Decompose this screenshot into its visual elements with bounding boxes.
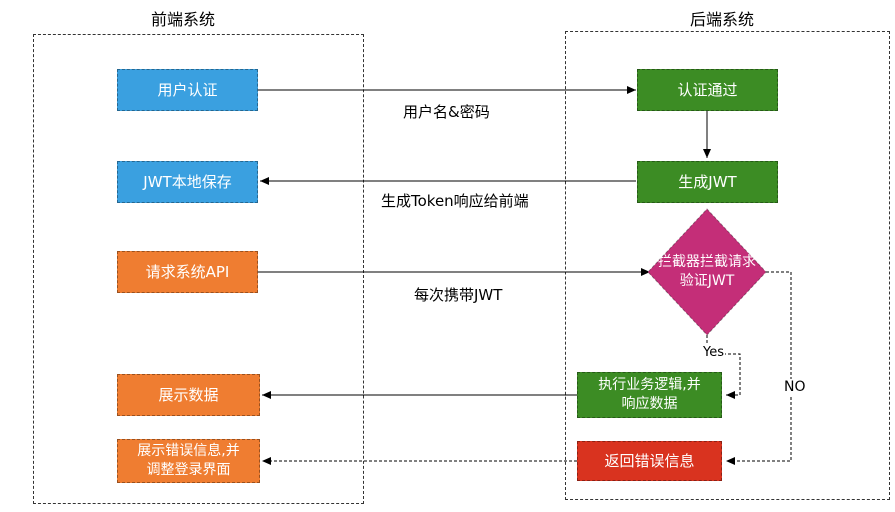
node-save-jwt: JWT本地保存	[117, 161, 258, 203]
label-yes: Yes	[702, 345, 725, 360]
node-return-error: 返回错误信息	[577, 441, 722, 481]
backend-title: 后端系统	[690, 10, 755, 29]
frontend-title: 前端系统	[151, 10, 216, 29]
node-show-data: 展示数据	[117, 374, 260, 416]
frontend-container	[33, 34, 364, 504]
label-token-response: 生成Token响应给前端	[381, 192, 529, 210]
label-carry-jwt: 每次携带JWT	[414, 286, 503, 304]
node-gen-jwt: 生成JWT	[637, 161, 778, 203]
node-show-error: 展示错误信息,并 调整登录界面	[117, 439, 260, 483]
node-exec-logic: 执行业务逻辑,并 响应数据	[577, 372, 722, 418]
interceptor-diamond	[647, 208, 767, 336]
label-no: NO	[784, 379, 806, 395]
node-user-auth: 用户认证	[117, 69, 258, 111]
node-interceptor-label: 拦截器拦截请求 验证JWT	[658, 254, 756, 289]
node-request-api: 请求系统API	[117, 251, 258, 293]
node-auth-pass: 认证通过	[637, 69, 778, 111]
edge-no	[726, 271, 792, 465]
label-credentials: 用户名&密码	[403, 103, 490, 121]
backend-container	[565, 31, 890, 500]
